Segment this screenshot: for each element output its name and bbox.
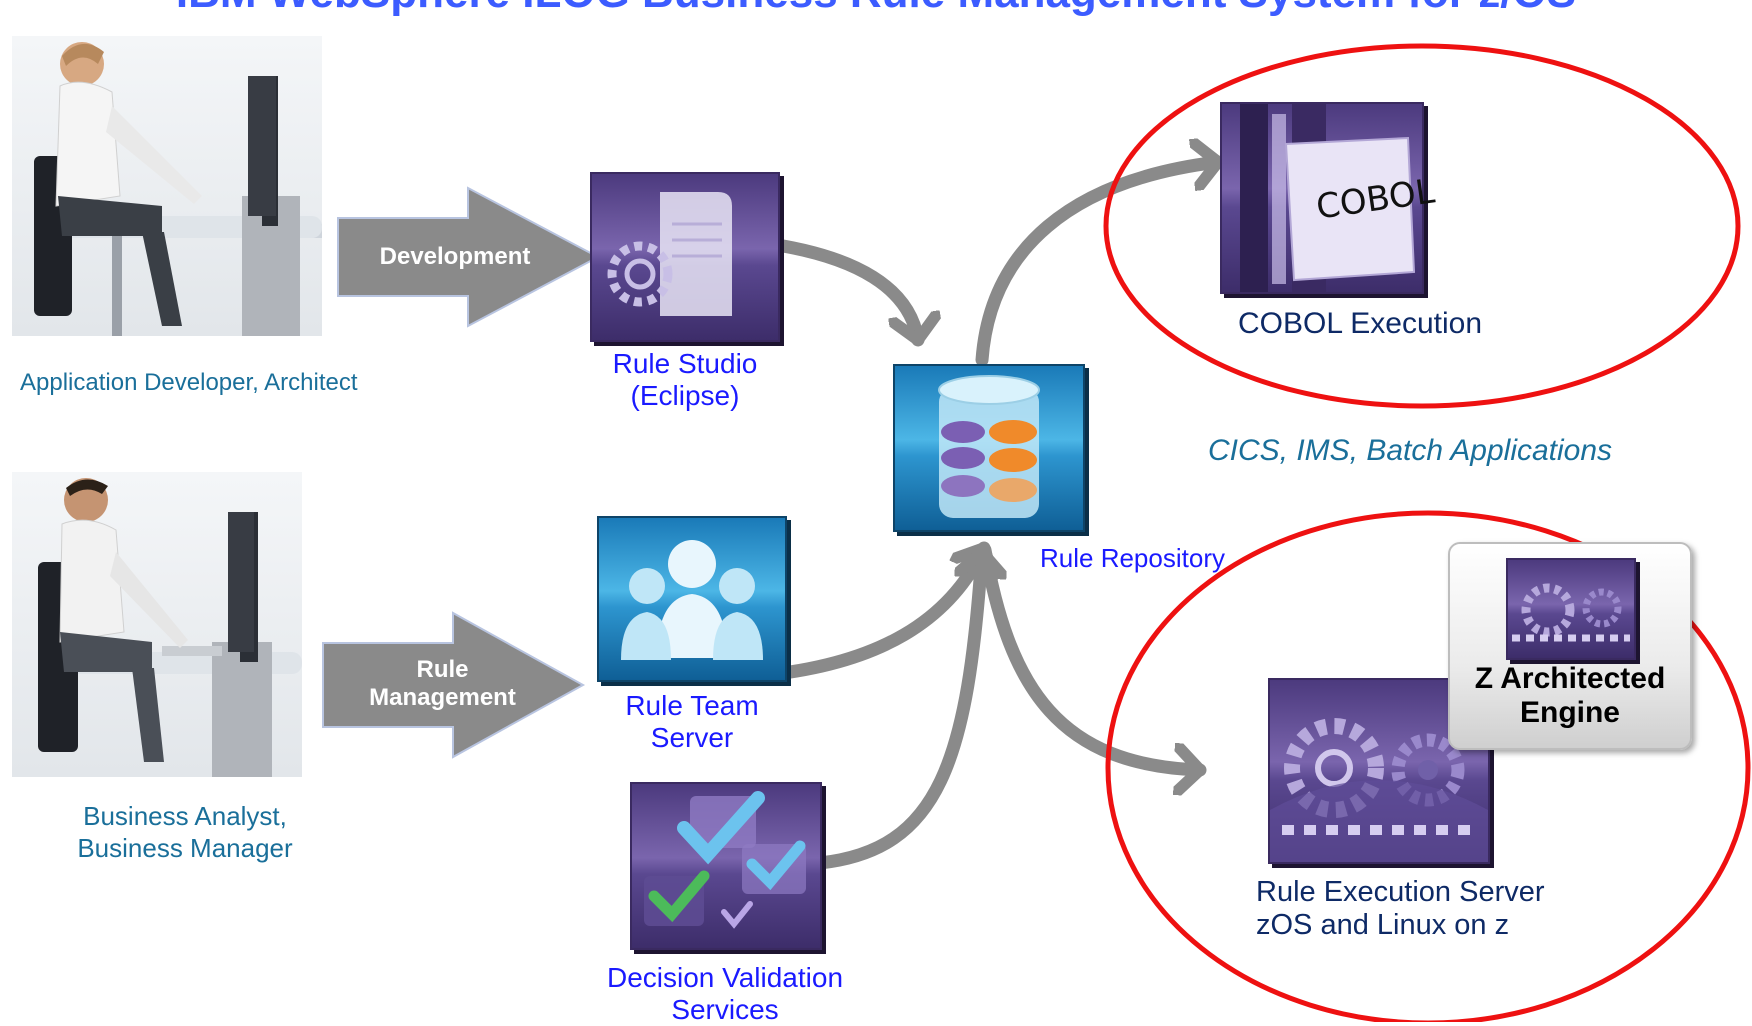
rule-repository-tile [893, 364, 1085, 532]
rule-repository-label: Rule Repository [1040, 543, 1225, 573]
developer-illustration [12, 36, 322, 336]
dvs-to-repository-connector [813, 545, 982, 870]
rule-studio-icon [607, 192, 732, 316]
res-label-1: Rule Execution Server [1256, 876, 1545, 908]
rule-team-server-tile [597, 516, 787, 682]
rule-management-arrow [322, 611, 586, 759]
rule-studio-label-1: Rule Studio [612, 348, 758, 379]
rule-management-arrow-label-2: Management [369, 684, 516, 711]
cics-applications-label: CICS, IMS, Batch Applications [1208, 434, 1613, 467]
rule-studio-label-2: (Eclipse) [630, 380, 740, 411]
engine-gears-icon [1512, 583, 1630, 642]
rule-team-server-label-2: Server [650, 722, 734, 753]
cobol-execution-label: COBOL Execution [1238, 307, 1482, 340]
rule-execution-server-tile [1268, 678, 1490, 864]
z-architected-engine-box: Z Architected Engine [1448, 542, 1692, 750]
cobol-document-icon [1240, 104, 1416, 292]
checkmarks-icon [644, 791, 806, 929]
page-title: IBM WebSphere ILOG Business Rule Managem… [0, 0, 1752, 16]
cobol-execution-tile [1220, 102, 1424, 294]
database-icon [938, 375, 1040, 518]
repository-to-cobol-connector [975, 162, 1225, 367]
studio-to-repository-connector [750, 235, 918, 347]
development-arrow-label: Development [379, 243, 531, 270]
rule-management-arrow-label-1: Rule [416, 656, 469, 683]
team-server-to-repository-connector [750, 541, 984, 683]
res-highlight-ellipse [1105, 510, 1751, 1022]
z-engine-label-2: Engine [1519, 696, 1620, 729]
analyst-illustration [12, 472, 302, 777]
z-engine-gear-tile [1506, 558, 1636, 660]
decision-validation-tile [630, 782, 822, 950]
dvs-label-1: Decision Validation [606, 962, 844, 993]
development-arrow [337, 186, 601, 328]
users-group-icon [621, 540, 763, 660]
rule-studio-tile [590, 172, 780, 342]
cobol-highlight-ellipse [1103, 43, 1741, 409]
analyst-desk-icon [38, 478, 302, 777]
analyst-role-label-2: Business Manager [77, 833, 293, 863]
developer-role-label: Application Developer, Architect [20, 369, 358, 396]
res-label-2: zOS and Linux on z [1256, 909, 1510, 941]
dvs-label-2: Services [671, 994, 779, 1025]
developer-desk-icon [34, 42, 322, 336]
rule-team-server-label-1: Rule Team [625, 690, 759, 721]
analyst-role-label-1: Business Analyst, [83, 801, 287, 831]
gears-icon [1270, 718, 1488, 862]
z-engine-label-1: Z Architected [1474, 662, 1666, 695]
repository-to-res-connector [978, 543, 1207, 770]
